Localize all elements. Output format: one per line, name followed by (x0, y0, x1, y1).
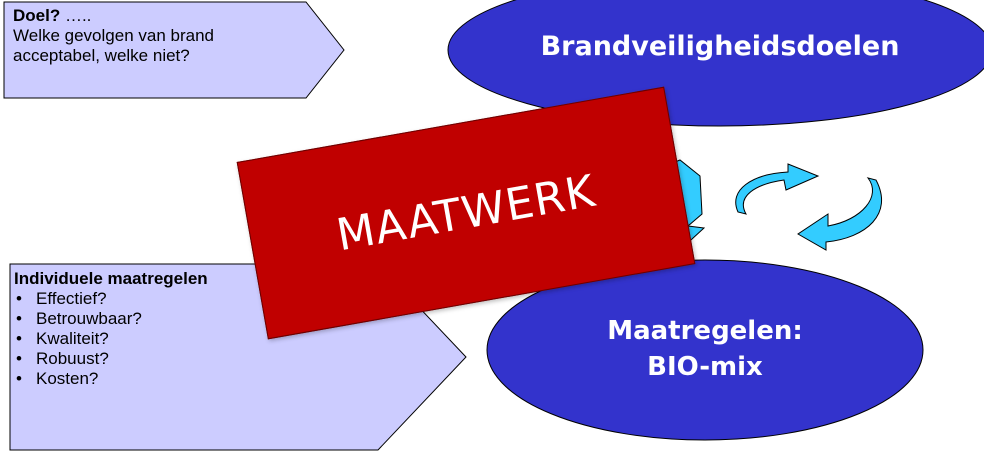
goal-line-1: Welke gevolgen van brand (13, 26, 214, 45)
measures-item: Kwaliteit? (14, 329, 264, 349)
goal-line-2: acceptabel, welke niet? (13, 46, 190, 65)
cycle-arrows-icon (735, 163, 882, 251)
goal-callout-heading: Doel? ….. (13, 6, 333, 26)
measures-ellipse-line-2: BIO-mix (647, 352, 763, 382)
goals-ellipse (447, 0, 984, 127)
measures-item: Effectief? (14, 289, 264, 309)
measures-ellipse-label: Maatregelen: BIO-mix (560, 313, 850, 385)
measures-callout: Individuele maatregelen Effectief? Betro… (14, 269, 264, 389)
goal-callout: Doel? ….. Welke gevolgen van brand accep… (13, 6, 333, 66)
measures-ellipse (486, 259, 924, 441)
measures-item: Kosten? (14, 369, 264, 389)
goal-title: Doel? (13, 6, 61, 25)
measures-item: Robuust? (14, 349, 264, 369)
goal-dots: ….. (60, 6, 92, 25)
measures-list: Effectief? Betrouwbaar? Kwaliteit? Robuu… (14, 289, 264, 389)
goals-ellipse-label: Brandveiligheidsdoelen (540, 31, 900, 62)
maatwerk-label: MAATWERK (332, 165, 600, 261)
measures-title: Individuele maatregelen (14, 269, 208, 288)
measures-item: Betrouwbaar? (14, 309, 264, 329)
goal-callout-shape (3, 1, 345, 99)
measures-ellipse-line-1: Maatregelen: (607, 316, 803, 346)
